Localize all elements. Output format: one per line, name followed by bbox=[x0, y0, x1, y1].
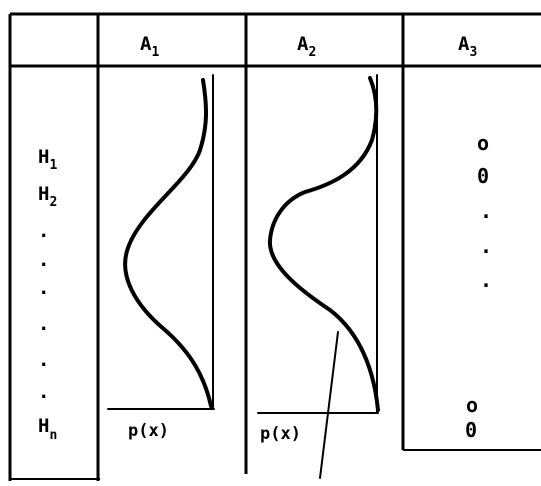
row-ellipsis: . bbox=[38, 349, 49, 371]
row-ellipsis: . bbox=[38, 277, 49, 299]
row-ellipsis: . bbox=[38, 249, 49, 271]
a1-density-curve bbox=[123, 78, 213, 408]
row-label-h2: H2 bbox=[38, 183, 57, 210]
a2-axis-label: p(x) bbox=[260, 424, 301, 444]
a3-marks: o 0 . . . o 0 bbox=[465, 131, 492, 442]
a3-mark-large: 0 bbox=[477, 164, 489, 188]
column-header-a3: A3 bbox=[458, 33, 477, 60]
a1-density-plot bbox=[107, 74, 215, 410]
row-ellipsis: . bbox=[38, 220, 49, 242]
row-label-h1: H1 bbox=[38, 146, 57, 173]
row-label-hn: Hn bbox=[38, 415, 57, 443]
a3-dot: . bbox=[480, 234, 492, 258]
column-header-a2: A2 bbox=[297, 33, 316, 60]
a3-mark-small: o bbox=[466, 393, 478, 417]
a3-dot: . bbox=[480, 268, 492, 292]
a1-axis-label: p(x) bbox=[128, 421, 169, 441]
a3-mark-large: 0 bbox=[465, 418, 477, 442]
a2-density-curve bbox=[267, 76, 380, 412]
row-ellipsis: . bbox=[38, 381, 49, 403]
row-ellipsis: . bbox=[38, 313, 49, 335]
a3-dot: . bbox=[480, 199, 492, 223]
table-grid bbox=[8, 12, 541, 481]
a2-pointer-line bbox=[319, 331, 339, 479]
a3-mark-small: o bbox=[477, 131, 489, 155]
column-header-a1: A1 bbox=[140, 33, 159, 60]
a2-density-plot bbox=[257, 74, 380, 479]
